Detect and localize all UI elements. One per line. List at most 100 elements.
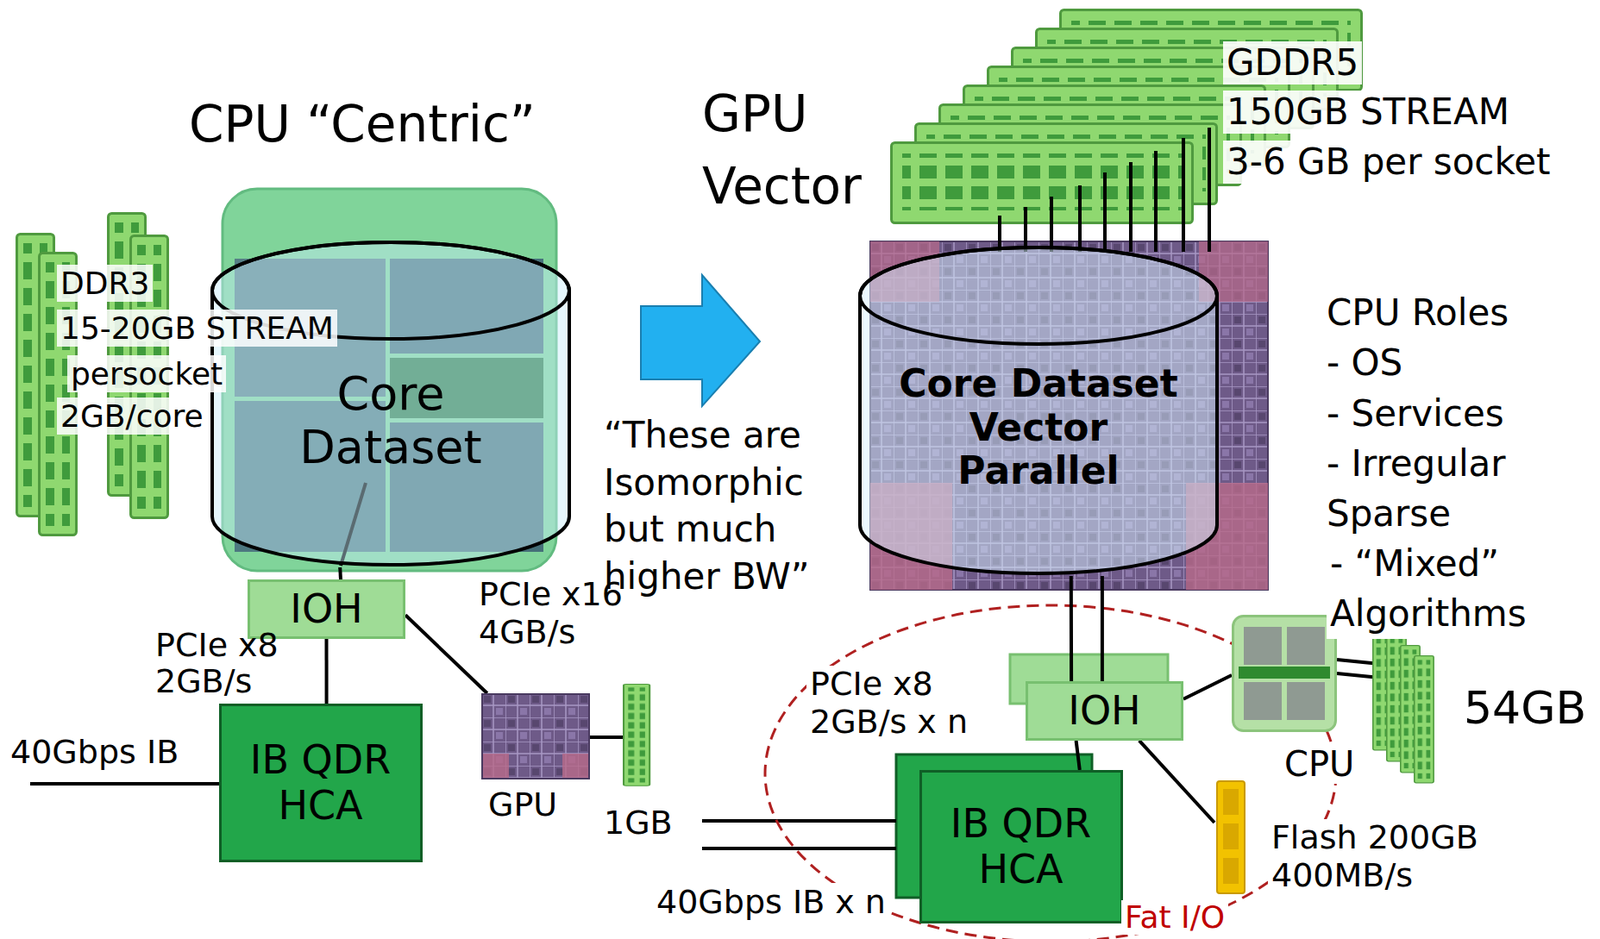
memory-spec-holder: GDDR5 [1223,41,1362,85]
memory-bus-line [1154,150,1158,252]
section-title: GPU Vector [702,77,923,223]
link-label: PCIe x8 2GB/s x n [806,665,1004,741]
cpu-core [1243,682,1282,721]
memory-size: 54GB [1463,681,1587,735]
cpu-core [1286,682,1325,721]
bus-line [338,567,343,580]
memory-bus-line [1207,127,1211,252]
cpu-band [1238,666,1331,679]
memory-spec-holder: 2GB/core [56,397,208,435]
dataset-cylinder-text: Core Dataset [274,367,508,475]
memory-bus [999,127,1210,252]
bus-line [325,639,329,704]
hca-box-text: IB QDR HCA [929,801,1113,893]
gpu-chip: GPU [481,693,598,832]
memory-bus-line [997,215,1002,252]
link-label: 40Gbps IB x n [652,883,890,923]
flash-chip [1223,789,1239,816]
memory-stick [1414,656,1434,784]
link-label: PCIe x8 2GB/s [155,627,307,701]
network-link [702,847,897,851]
bus-line [1071,576,1103,682]
memory-spec-holder: persocket [67,355,226,393]
cpu-core [1286,627,1325,666]
box-outline [219,705,421,862]
flash-stick [1217,781,1245,894]
region-label-holder: Fat I/O [1121,900,1229,935]
hca-box-text: IB QDR HCA [229,737,413,829]
ioh-box: IOH [1025,681,1184,741]
ioh-box-text: IOH [289,586,363,633]
flash-module-text: Flash 200GB 400MB/s [1267,819,1538,895]
bus-line [1183,675,1232,700]
roles-item-holder: - “Mixed” Algorithms [1326,539,1569,640]
cylinder-body [859,247,1218,574]
roles-heading: CPU Roles [1326,288,1509,339]
memory-spec: 15-20GB STREAM [56,309,338,347]
section-title: CPU “Centric” [188,94,536,156]
dataset-cylinder: Core Dataset [209,239,572,568]
quote-note-holder: “These are Isomorphic but much higher BW… [603,412,843,601]
memory-bus-line [1049,196,1054,252]
link-label-holder: 40Gbps IB x n [652,883,890,923]
memory-bus-line [1181,138,1186,252]
memory-stick [623,684,650,787]
roles-heading-holder: CPU Roles [1326,288,1509,339]
memory-spec: 2GB/core [56,397,208,435]
cpu-chip-text: CPU [1280,744,1358,785]
memory-spec-holder: 3-6 GB per socket [1223,140,1555,184]
section-title-holder: GPU Vector [702,77,923,223]
box-outline [1027,683,1183,741]
section-title-holder: CPU “Centric” [188,94,536,156]
gpu-chip-text: GPU [488,786,558,825]
cpu-core [1243,627,1282,666]
memory-spec: 3-6 GB per socket [1223,140,1555,184]
bus-line [1139,740,1215,823]
link-label-holder: PCIe x8 2GB/s [155,627,307,701]
memory-spec: GDDR5 [1223,41,1362,85]
memory-spec-holder: 150GB STREAM [1223,90,1513,134]
cylinder-top [859,247,1218,345]
link-label: PCIe x16 4GB/s [478,576,659,652]
link-label-holder: PCIe x8 2GB/s x n [806,665,1004,741]
flash-module: Flash 200GB 400MB/s [1214,780,1543,902]
dataset-cylinder-text: Core Dataset Vector Parallel [889,362,1187,494]
memory-size: 1GB [603,803,673,844]
flash-chip [1223,823,1239,850]
roles-item-holder: - Services [1326,389,1505,440]
bus-line [405,614,488,694]
gpu-die [482,694,590,779]
memory-bus-line [1023,207,1028,252]
roles-item: - OS [1326,338,1403,389]
gpu-die-region [483,753,509,779]
memory-stick [891,143,1193,224]
quote-note: “These are Isomorphic but much higher BW… [603,412,843,601]
roles-item-holder: - OS [1326,338,1403,389]
memory-spec: persocket [67,355,226,393]
network-link [702,819,897,823]
memory-bus-line [589,735,623,740]
memory-bus-line [1129,162,1133,252]
memory-spec: DDR3 [56,264,153,302]
transition-arrow [640,275,760,407]
memory-size-holder: 54GB [1463,681,1587,735]
ioh-box-text: IOH [1067,688,1141,735]
cpu-chip: CPU [1231,614,1370,788]
gpu-die-region [562,753,589,779]
memory-bus-line [1078,185,1082,252]
memory-bus-line [1103,172,1107,252]
hca-box: IB QDR HCA [919,770,1124,924]
cylinder-body [212,242,570,565]
roles-item-holder: - Irregular Sparse [1326,439,1563,540]
memory-spec-holder: DDR3 [56,264,153,302]
roles-item: - Irregular Sparse [1326,439,1563,540]
roles-item: - “Mixed” Algorithms [1326,539,1569,640]
flash-chip [1223,858,1239,885]
box-outline [920,771,1122,923]
bus-line [1076,740,1080,771]
network-link [30,782,223,786]
link-label: 40Gbps IB [10,733,179,773]
memory-size-holder: 1GB [603,803,673,844]
link-label-holder: 40Gbps IB [10,733,179,773]
region-label: Fat I/O [1121,900,1229,935]
